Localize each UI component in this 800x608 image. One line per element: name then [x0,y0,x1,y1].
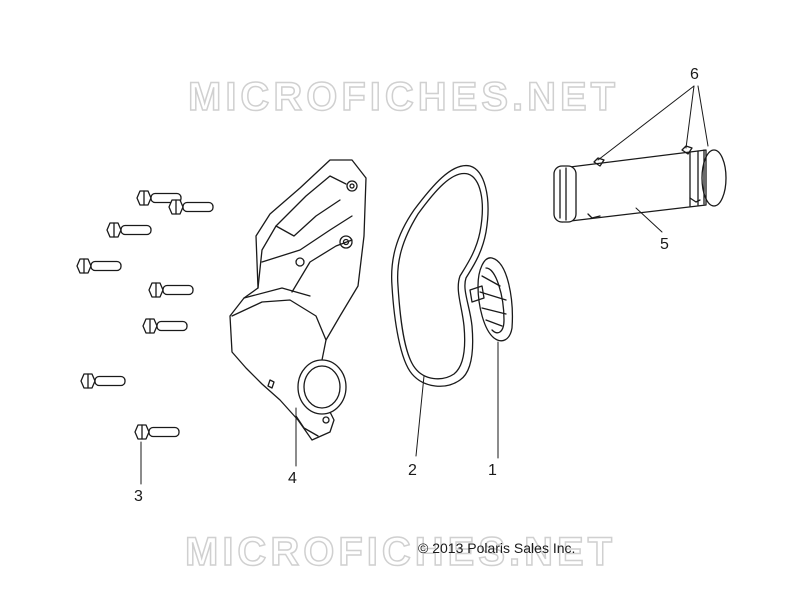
leader-lines [140,85,709,485]
bolt [106,222,152,238]
bolt [142,318,188,334]
bolt-group [76,190,214,440]
callout-4: 4 [288,470,297,487]
bolt [148,282,194,298]
bolt [76,258,122,274]
callout-1: 1 [488,462,497,479]
callout-2: 2 [408,462,417,479]
bolt [80,373,126,389]
callout-6: 6 [690,66,699,83]
copyright-text: © 2013 Polaris Sales Inc. [418,540,576,556]
watermark-top: MICROFICHES.NET [187,74,620,120]
impeller [469,257,514,342]
watermark-bottom: MICROFICHES.NET [184,529,617,575]
bolt [134,424,180,440]
tube-assembly [553,145,727,223]
gasket [390,165,489,387]
pump-cover [229,159,367,441]
callout-5: 5 [660,236,669,253]
callout-3: 3 [134,488,143,505]
bolt [168,199,214,215]
